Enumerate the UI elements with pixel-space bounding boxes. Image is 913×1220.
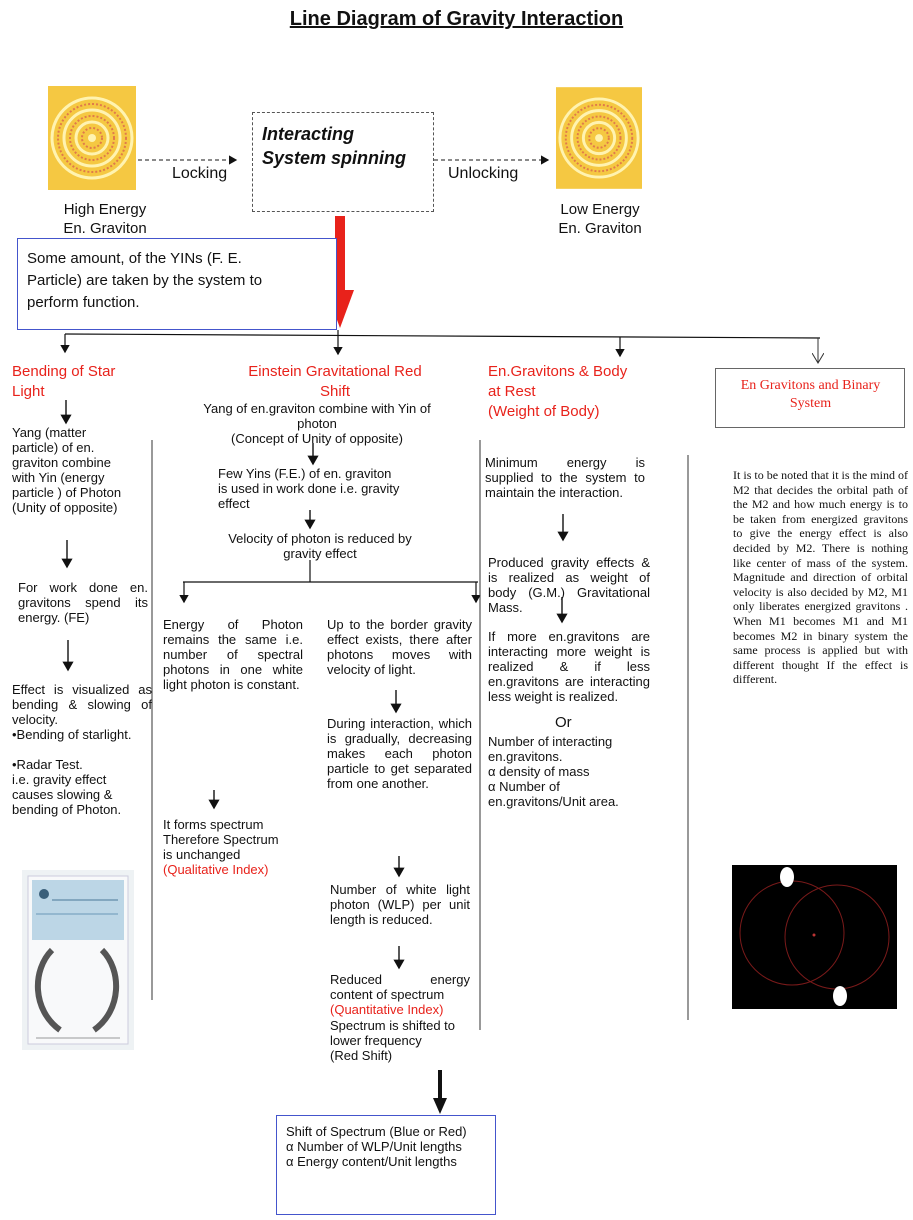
- col1-text-1: Yang (matter particle) of en. graviton c…: [12, 425, 122, 515]
- col1-text-3: Effect is visualized as bending & slowin…: [12, 682, 152, 727]
- spectrum-shift-text: Shift of Spectrum (Blue or Red) α Number…: [286, 1124, 467, 1169]
- diagram-title: Line Diagram of Gravity Interaction: [289, 8, 624, 30]
- col2-text-2: Few Yins (F.E.) of en. graviton is used …: [218, 466, 400, 511]
- col4-text: It is to be noted that it is the mind of…: [733, 468, 908, 687]
- col1-text-2: For work done en. gravitons spend its en…: [18, 580, 148, 625]
- unlocking-label: Unlocking: [448, 165, 519, 182]
- col1-heading: Bending of Star Light: [12, 363, 116, 400]
- interacting-system-box: [252, 112, 434, 212]
- col2-left-text-1: Energy of Photon remains the same i.e. n…: [163, 617, 303, 692]
- col3-text-1: Minimum energy is supplied to the system…: [485, 455, 645, 500]
- high-energy-label: High Energy En. Graviton: [63, 201, 147, 237]
- col2-right-text-1: Up to the border gravity effect exists, …: [327, 617, 472, 677]
- col3-text-4: Number of interacting en.gravitons. α de…: [488, 734, 619, 809]
- col2-text-1: Yang of en.graviton combine with Yin of …: [203, 401, 431, 446]
- locking-label: Locking: [172, 165, 228, 182]
- low-energy-label: Low Energy En. Graviton: [558, 201, 642, 237]
- high-energy-graviton-icon: [48, 86, 136, 190]
- col2-right-text-2: During interaction, which is gradually, …: [327, 716, 472, 791]
- col2-right-text-4: Reduced energy content of spectrum: [330, 972, 470, 1002]
- col3-heading: En.Gravitons & Body at Rest: [488, 363, 628, 400]
- col2-right-text-3: Number of white light photon (WLP) per u…: [330, 882, 470, 927]
- col2-right-text-5: Spectrum is shifted to lower frequency (…: [330, 1018, 455, 1063]
- low-energy-graviton-icon: [556, 87, 642, 189]
- col3-text-3: If more en.gravitons are interacting mor…: [488, 629, 650, 704]
- red-arrow-shaft: [335, 216, 345, 294]
- col4-heading: En Gravitons and Binary System: [740, 378, 881, 411]
- book-illustration-image: [22, 870, 134, 1050]
- col2-text-3: Velocity of photon is reduced by gravity…: [228, 531, 412, 561]
- col2-left-index: (Qualitative Index): [163, 862, 269, 877]
- col2-right-index: (Quantitative Index): [330, 1002, 444, 1017]
- yin-note-text: Some amount, of the YINs (F. E. Particle…: [27, 250, 263, 311]
- col3-text-2: Produced gravity effects & is realized a…: [488, 555, 650, 615]
- col2-left-text-2: It forms spectrum Therefore Spectrum is …: [163, 817, 279, 862]
- col3-heading-sub: (Weight of Body): [488, 403, 600, 420]
- interacting-system-label: Interacting System spinning: [262, 124, 407, 168]
- yin-note-box: [17, 238, 337, 330]
- col1-text-5: •Radar Test. i.e. gravity effect causes …: [12, 757, 122, 817]
- col3-or: Or: [555, 714, 572, 731]
- col1-text-4: •Bending of starlight.: [12, 727, 132, 742]
- col2-heading: Einstein Gravitational Red Shift: [248, 363, 422, 400]
- spectrum-shift-box: [276, 1115, 496, 1215]
- binary-system-box: [715, 368, 905, 428]
- binary-orbit-image: [732, 865, 897, 1009]
